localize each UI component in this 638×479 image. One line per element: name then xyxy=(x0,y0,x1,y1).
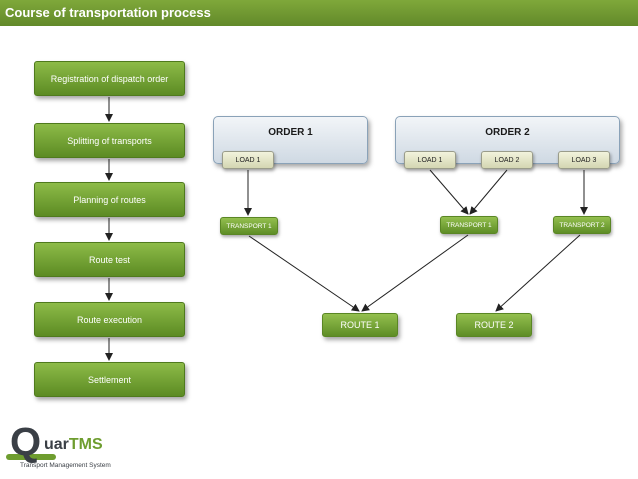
logo-word-accent: TMS xyxy=(68,436,103,453)
arrow-transport1-to-route1 xyxy=(248,235,360,312)
transport-order-1-transport-1: TRANSPORT 1 xyxy=(220,217,278,235)
arrow-order2-load2-to-transport1 xyxy=(469,169,508,215)
quartms-logo: Q uarTMS Transport Management System xyxy=(6,420,146,475)
logo-q-letter: Q xyxy=(10,420,42,464)
order-1-load-1: LOAD 1 xyxy=(222,151,274,169)
order-2-load-3: LOAD 3 xyxy=(558,151,610,169)
step-route-test: Route test xyxy=(34,242,185,277)
order-2-load-1: LOAD 1 xyxy=(404,151,456,169)
transport-order-2-transport-1: TRANSPORT 1 xyxy=(440,216,498,234)
page-title: Course of transportation process xyxy=(0,0,638,26)
step-registration-of-dispatch-order: Registration of dispatch order xyxy=(34,61,185,96)
arrow-transport2-to-route2 xyxy=(495,234,581,312)
order-1-title: ORDER 1 xyxy=(268,127,313,138)
step-splitting-of-transports: Splitting of transports xyxy=(34,123,185,158)
step-settlement: Settlement xyxy=(34,362,185,397)
order-2-title: ORDER 2 xyxy=(485,127,530,138)
step-planning-of-routes: Planning of routes xyxy=(34,182,185,217)
arrow-order2-load1-to-transport1 xyxy=(429,169,469,215)
route-1: ROUTE 1 xyxy=(322,313,398,337)
logo-wordmark: uarTMS xyxy=(44,436,103,454)
transport-order-2-transport-2: TRANSPORT 2 xyxy=(553,216,611,234)
logo-swoosh-icon xyxy=(6,454,56,460)
logo-tagline: Transport Management System xyxy=(20,462,111,469)
route-2: ROUTE 2 xyxy=(456,313,532,337)
order-2-load-2: LOAD 2 xyxy=(481,151,533,169)
logo-word-main: uar xyxy=(44,436,69,453)
step-route-execution: Route execution xyxy=(34,302,185,337)
arrow-order2-transport1-to-route1 xyxy=(361,234,469,312)
